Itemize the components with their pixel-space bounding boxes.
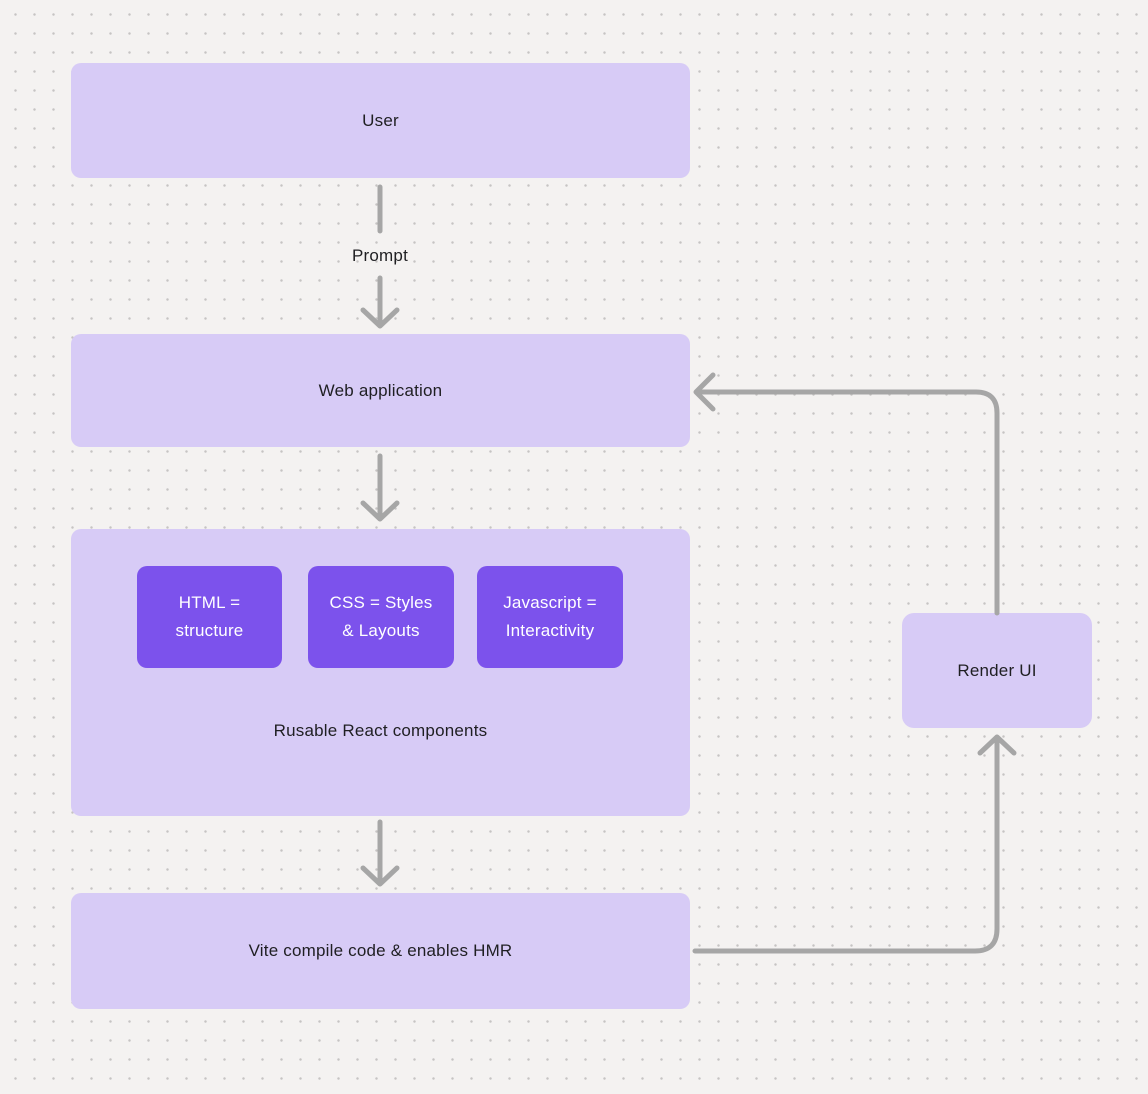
arrow-render-ui-to-webapp [693, 372, 1000, 616]
node-user: User [71, 63, 690, 178]
node-vite: Vite compile code & enables HMR [71, 893, 690, 1009]
node-html-line-2: structure [175, 621, 244, 640]
node-javascript: Javascript = Interactivity [477, 566, 623, 668]
arrow-webapp-to-components [360, 453, 400, 522]
node-user-label: User [362, 110, 399, 130]
node-html: HTML = structure [137, 566, 282, 668]
node-javascript-line-1: Javascript = [503, 593, 597, 612]
arrow-vite-to-render-ui [692, 734, 1017, 954]
node-css-line-1: CSS = Styles [329, 593, 433, 612]
node-web-application-label: Web application [318, 380, 443, 400]
node-render-ui-label: Render UI [957, 660, 1037, 680]
node-css-line-2: & Layouts [342, 621, 420, 640]
arrow-components-to-vite [360, 819, 400, 887]
node-css: CSS = Styles & Layouts [308, 566, 454, 668]
components-group-caption: Rusable React components [273, 721, 488, 740]
node-javascript-line-2: Interactivity [505, 621, 595, 640]
node-render-ui: Render UI [902, 613, 1092, 728]
node-html-line-1: HTML = [178, 593, 241, 612]
edge-label-prompt: Prompt [352, 246, 408, 265]
arrow-prompt-to-webapp [360, 275, 400, 329]
node-web-application: Web application [71, 334, 690, 447]
node-vite-label: Vite compile code & enables HMR [248, 941, 513, 960]
